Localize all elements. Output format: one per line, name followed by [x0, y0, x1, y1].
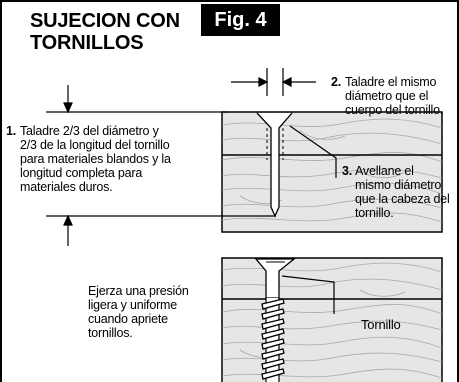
- screw-label: Tornillo: [361, 317, 401, 332]
- leader-lines: [281, 125, 337, 314]
- pressure-note: Ejerza una presión ligera y uniforme cua…: [88, 284, 189, 340]
- step3-line: tornillo.: [355, 206, 394, 220]
- step1-text: Taladre 2/3 del diámetro y 2/3 de la lon…: [20, 124, 171, 194]
- title-line-2: TORNILLOS: [30, 32, 144, 54]
- pressure-note-line: cuando apriete: [88, 312, 168, 326]
- step2-line: diámetro que el: [345, 89, 429, 103]
- step2-line: Taladre el mismo: [345, 75, 437, 89]
- step3-text: Avellane el mismo diámetro que la cabeza…: [355, 164, 450, 220]
- wood-block-top: [221, 111, 443, 233]
- screw: [254, 258, 296, 382]
- step1-line: Taladre 2/3 del diámetro y: [20, 124, 159, 138]
- step2-dimension: [231, 68, 316, 96]
- step2-number: 2.: [331, 75, 342, 89]
- step3-line: Avellane el: [355, 164, 414, 178]
- panel-title: SUJECION CON TORNILLOS: [30, 10, 180, 54]
- step3-number: 3.: [342, 164, 353, 178]
- pressure-note-line: tornillos.: [88, 326, 133, 340]
- pressure-note-line: Ejerza una presión: [88, 284, 189, 298]
- pressure-note-line: ligera y uniforme: [88, 298, 178, 312]
- step2-text: Taladre el mismo diámetro que el cuerpo …: [345, 75, 443, 117]
- title-line-1: SUJECION CON: [30, 10, 180, 32]
- step1-line: materiales duros.: [20, 180, 113, 194]
- wood-block-bottom: [221, 257, 443, 382]
- figure-badge: Fig. 4: [201, 4, 280, 36]
- step1-number: 1.: [6, 124, 17, 138]
- step1-line: longitud completa para: [20, 166, 143, 180]
- step2-line: cuerpo del tornillo.: [345, 103, 444, 117]
- step1-dimension: [46, 85, 276, 246]
- step1-line: para materiales blandos y la: [20, 152, 171, 166]
- step3-line: que la cabeza del: [355, 192, 450, 206]
- step3-line: mismo diámetro: [355, 178, 442, 192]
- step1-line: 2/3 de la longitud del tornillo: [20, 138, 170, 152]
